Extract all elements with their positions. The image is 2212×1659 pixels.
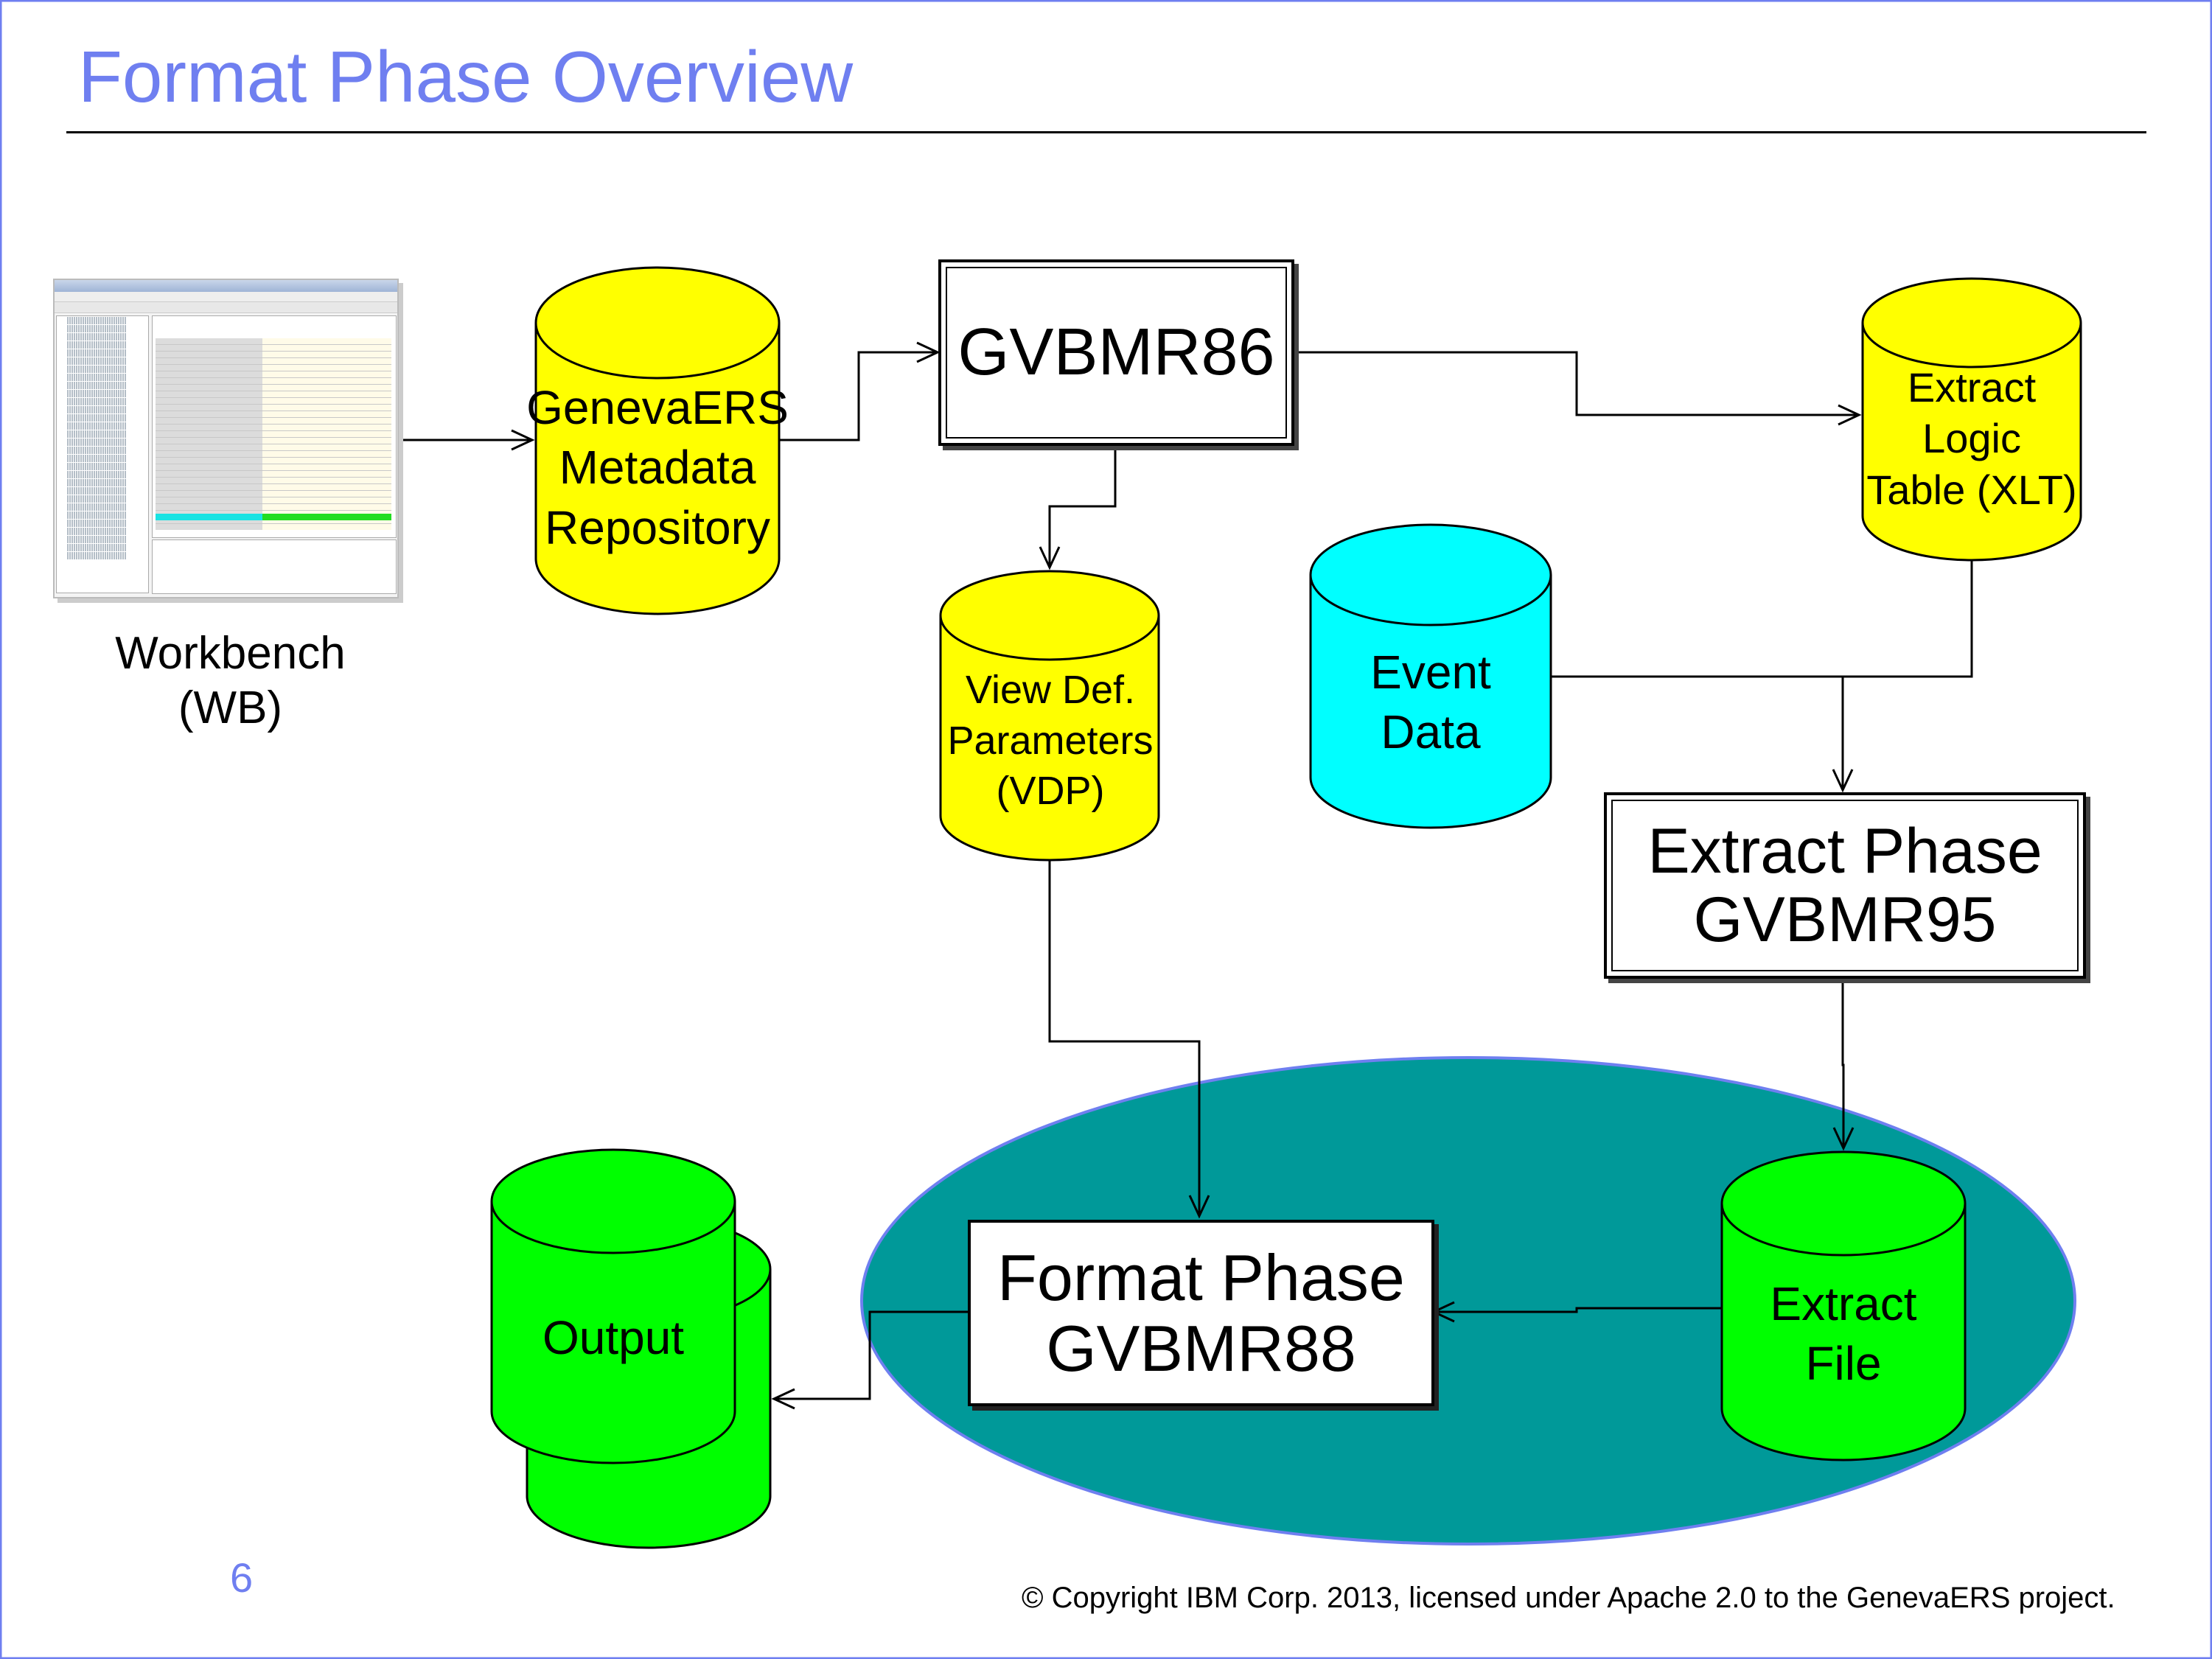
xlt-label: Extract Logic Table (XLT) (1850, 361, 2093, 516)
workbench-metadata-list (152, 539, 397, 594)
extract-file-cylinder (1720, 1150, 1967, 1461)
output-label: Output (492, 1305, 735, 1371)
workbench-titlebar (55, 280, 397, 292)
extract-phase-label-line2: GVBMR95 (1693, 884, 1997, 955)
arrow-format-phase-to-output (771, 1310, 968, 1410)
workbench-toolbar (55, 302, 397, 313)
metadata-repository-label-line1: GenevaERS (526, 381, 789, 435)
extract-file-label: Extract File (1722, 1271, 1965, 1397)
title-divider (66, 131, 2146, 133)
workbench-label-line1: Workbench (115, 628, 346, 679)
vdp-label-line1: View Def. (965, 668, 1136, 713)
workbench-label: Workbench (WB) (74, 626, 387, 736)
xlt-label-line3: Table (XLT) (1866, 466, 2077, 513)
format-phase-label-line2: GVBMR88 (1046, 1311, 1356, 1385)
workbench-label-line2: (WB) (178, 682, 283, 734)
event-data-label-line1: Event (1370, 645, 1491, 699)
output-label-text: Output (542, 1310, 685, 1364)
connectors (402, 341, 1973, 1410)
xlt-label-line2: Logic (1922, 415, 2021, 462)
slide-title: Format Phase Overview (78, 36, 854, 117)
gvbmr86-box: GVBMR86 (938, 259, 1294, 446)
arrow-gvbmr86-to-xlt (1294, 351, 1862, 426)
workbench-navigator (56, 315, 149, 593)
vdp-cylinder (939, 570, 1160, 862)
page-number: 6 (230, 1554, 254, 1601)
arrow-vdp-to-format-phase (1048, 860, 1210, 1219)
arrow-gvbmr86-to-vdp (1039, 444, 1117, 570)
output-cylinder-front (490, 1148, 736, 1464)
extract-file-label-line2: File (1805, 1337, 1882, 1390)
gvbmr86-label: GVBMR86 (957, 315, 1275, 389)
metadata-repository-label-line3: Repository (545, 500, 770, 554)
format-phase-box: Format Phase GVBMR88 (968, 1220, 1434, 1406)
vdp-label-line3: (VDP) (996, 769, 1105, 814)
format-phase-label-line1: Format Phase (997, 1241, 1405, 1315)
workbench-screenshot (53, 279, 399, 598)
event-data-label-line2: Data (1381, 705, 1481, 758)
extract-phase-label-line1: Extract Phase (1647, 815, 2042, 887)
workbench-editor (152, 315, 397, 538)
arrow-extract-file-to-format-phase (1431, 1301, 1722, 1323)
vdp-label: View Def. Parameters (VDP) (929, 663, 1172, 818)
metadata-repository-label: GenevaERS Metadata Repository (510, 380, 805, 556)
metadata-repository-cylinder (534, 266, 781, 615)
arrow-xlt-to-extract-phase (1832, 560, 1973, 793)
event-data-cylinder (1309, 523, 1552, 829)
arrow-repository-to-gvbmr86 (779, 341, 941, 441)
metadata-repository-label-line2: Metadata (559, 441, 756, 495)
copyright-notice: © Copyright IBM Corp. 2013, licensed und… (1022, 1582, 2115, 1614)
extract-file-label-line1: Extract (1770, 1276, 1917, 1330)
extract-phase-box: Extract Phase GVBMR95 (1604, 792, 2086, 979)
xlt-label-line1: Extract (1907, 363, 2037, 411)
xlt-cylinder (1861, 277, 2082, 562)
workbench-menubar (55, 292, 397, 302)
event-data-label: Event Data (1311, 640, 1551, 765)
vdp-label-line2: Parameters (947, 718, 1154, 763)
